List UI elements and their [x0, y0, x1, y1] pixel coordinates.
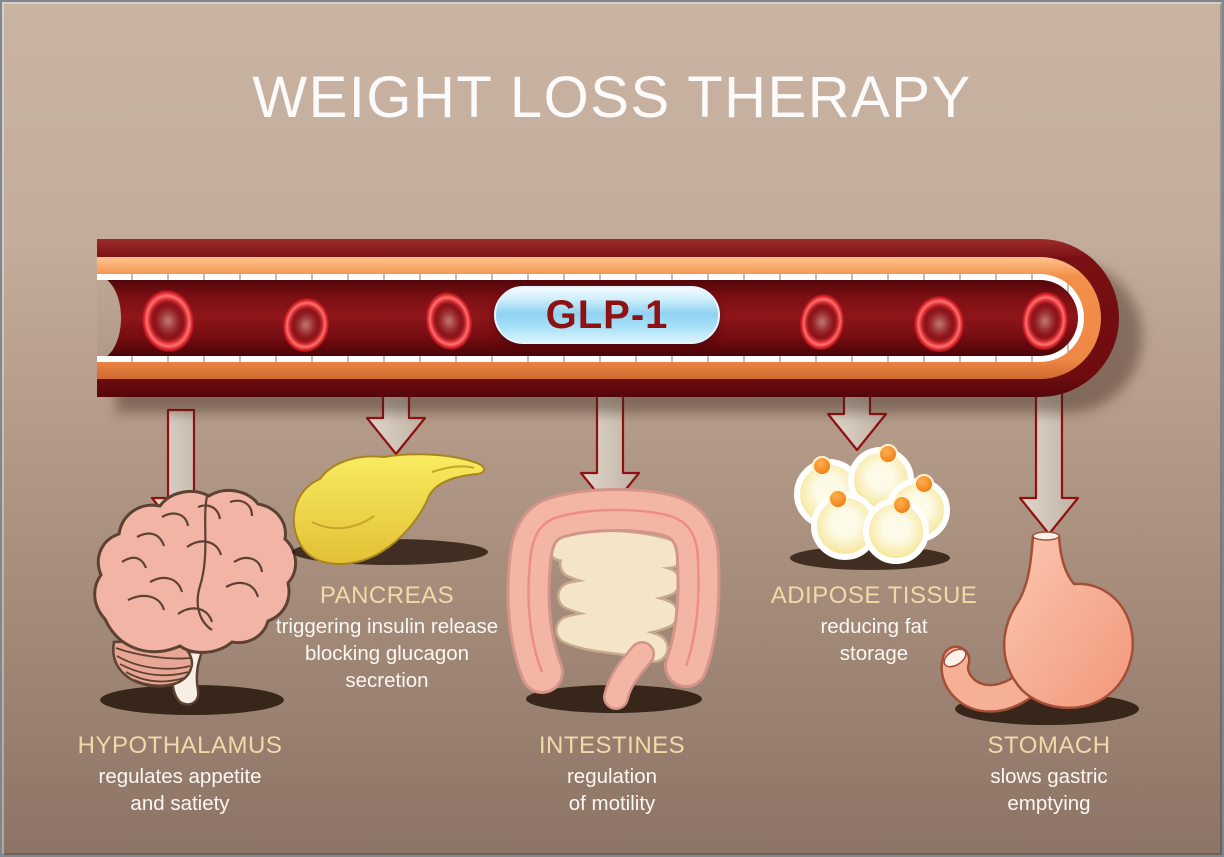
intestines-illustration [506, 488, 721, 713]
adipose-desc-line: storage [839, 642, 909, 665]
vessel-cut-end [97, 280, 121, 356]
stomach-label: STOMACH slows gastric emptying [987, 732, 1110, 817]
stomach-illustration [940, 531, 1139, 725]
brain-illustration [93, 488, 297, 715]
stomach-title: STOMACH [987, 732, 1111, 759]
glp1-capsule: GLP-1 [494, 286, 720, 344]
page-title: WEIGHT LOSS THERAPY [252, 65, 972, 130]
pancreas-desc-line: triggering insulin release [275, 615, 499, 638]
pancreas-desc-line: secretion [345, 669, 429, 692]
adipose-desc-line: reducing fat [820, 615, 928, 638]
pancreas-label: PANCREAS triggering insulin release bloc… [276, 582, 498, 694]
adipose-label: ADIPOSE TISSUE reducing fat storage [771, 582, 978, 667]
hypothalamus-desc-line: regulates appetite [98, 765, 262, 788]
hypothalamus-label: HYPOTHALAMUS regulates appetite and sati… [78, 732, 283, 817]
glp1-capsule-label: GLP-1 [545, 293, 669, 337]
red-blood-cell [914, 296, 964, 352]
pancreas-title: PANCREAS [319, 582, 455, 609]
hypothalamus-desc-line: and satiety [130, 792, 230, 815]
hypothalamus-title: HYPOTHALAMUS [77, 732, 283, 759]
pancreas-desc-line: blocking glucagon [304, 642, 470, 665]
stomach-desc-line: emptying [1007, 792, 1091, 815]
fat-cells-illustration [790, 444, 950, 570]
intestines-title: INTESTINES [538, 732, 686, 759]
intestines-desc-line: of motility [568, 792, 656, 815]
down-arrow-stomach [1018, 386, 1080, 536]
adipose-title: ADIPOSE TISSUE [770, 582, 978, 609]
pancreas-illustration [292, 453, 488, 565]
intestines-desc-line: regulation [566, 765, 658, 788]
stomach-desc-line: slows gastric [990, 765, 1108, 788]
intestines-label: INTESTINES regulation of motility [539, 732, 685, 817]
